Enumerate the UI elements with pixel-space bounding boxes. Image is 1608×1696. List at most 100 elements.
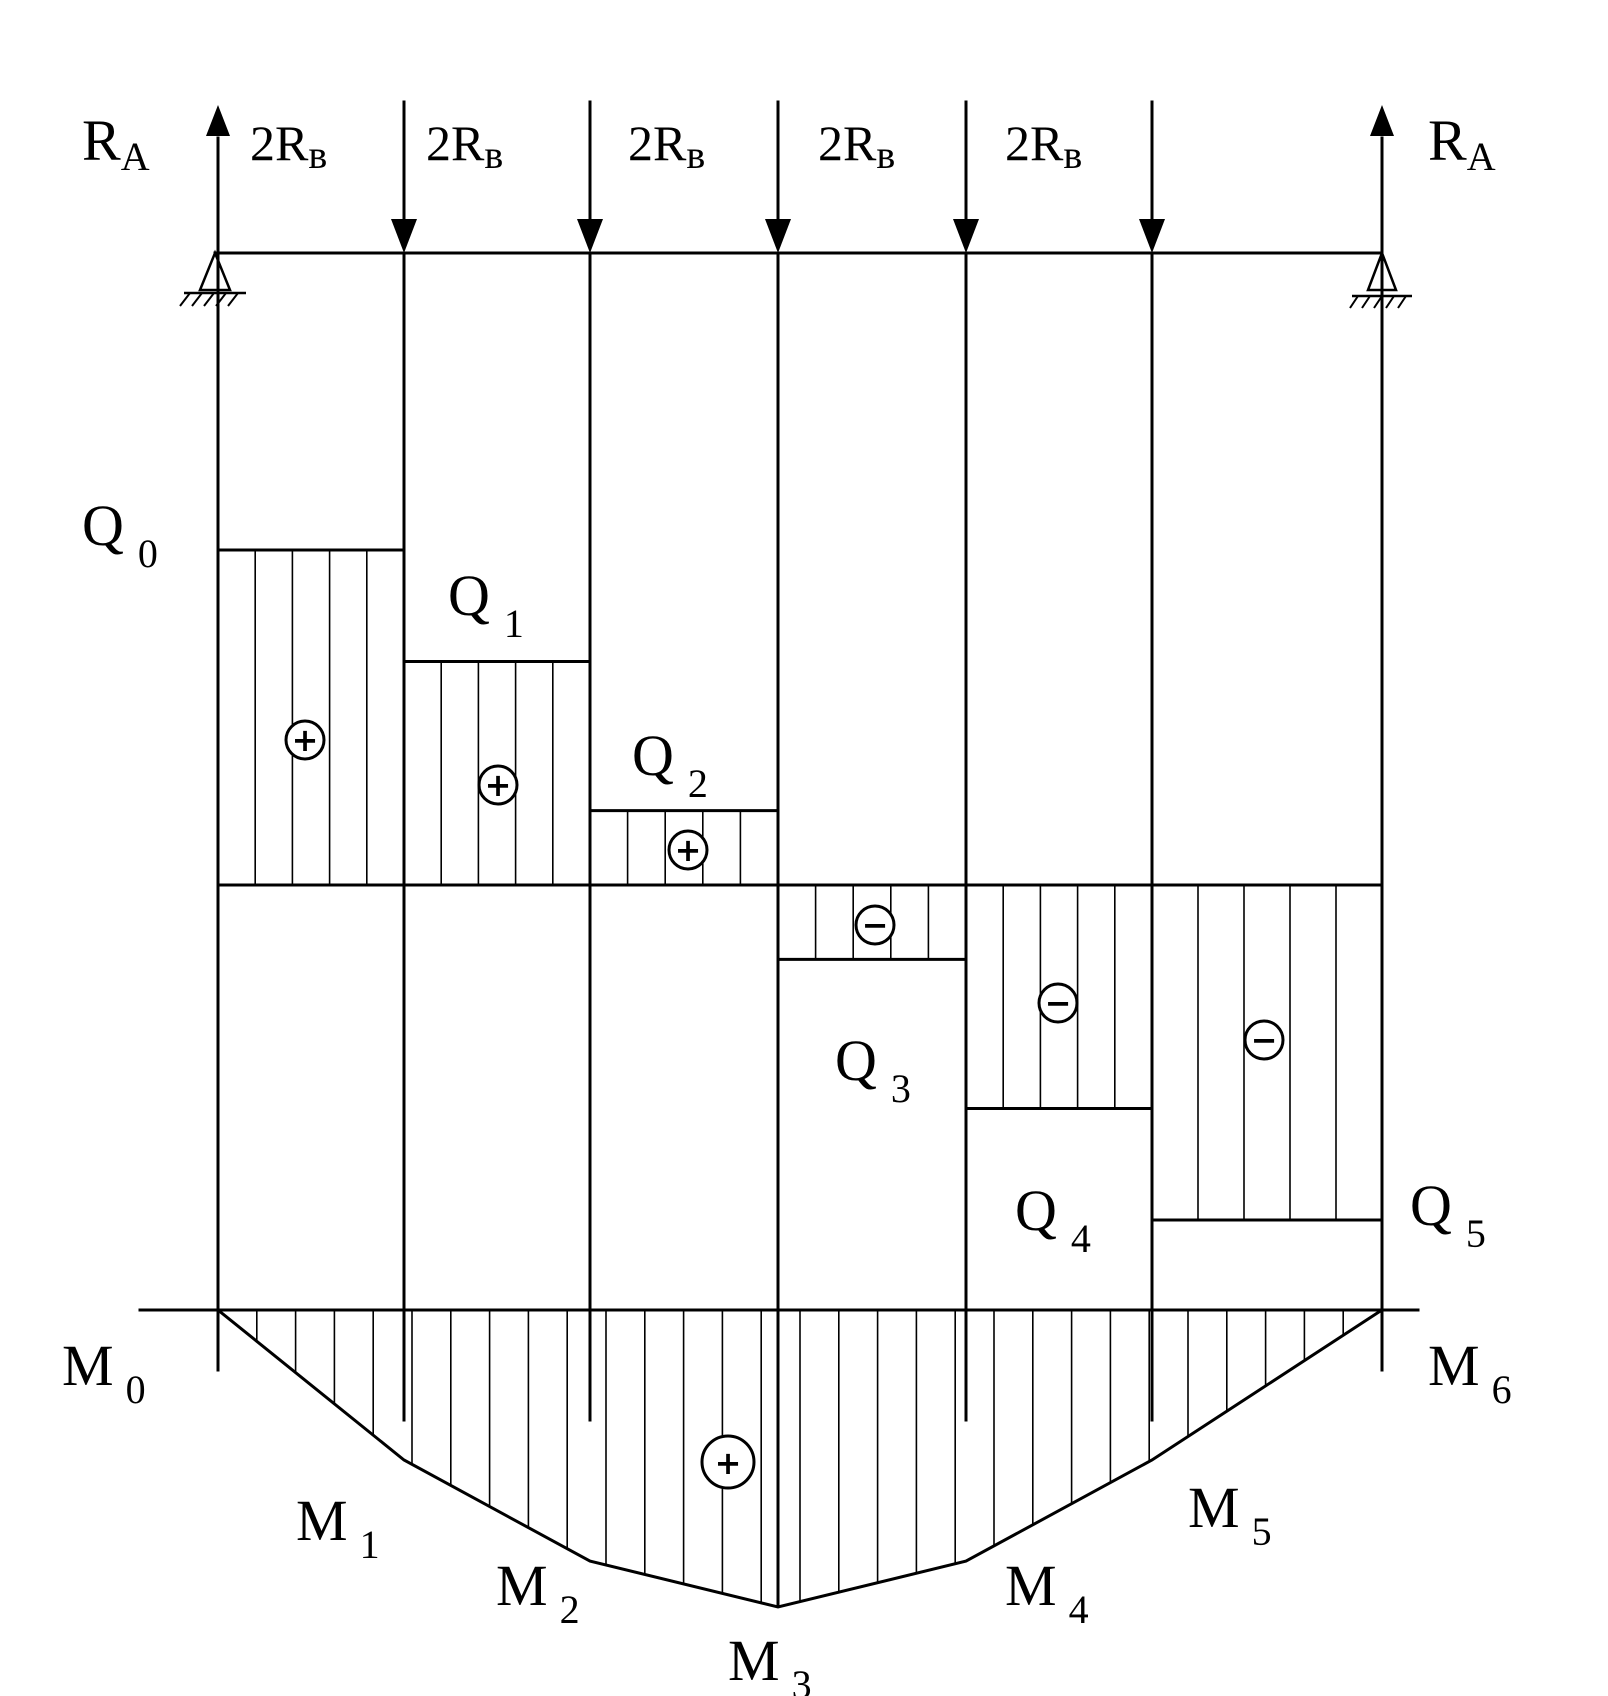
shear-label-main: Q	[835, 1028, 877, 1093]
sign-circle-icon	[667, 829, 709, 871]
shear-label-main: Q	[632, 723, 674, 788]
shear-label-sub: 0	[138, 531, 158, 576]
moment-label-sub: 6	[1492, 1367, 1512, 1412]
shear-sign: +	[675, 831, 702, 869]
sign-circle-icon	[854, 904, 896, 946]
shear-label-main: Q	[82, 493, 124, 558]
moment-label-main: M	[1188, 1475, 1240, 1540]
sign-circle-icon	[1243, 1019, 1285, 1061]
sign-circle-icon	[477, 764, 519, 806]
load-arrowhead-icon	[1139, 219, 1165, 253]
moment-label-main: M	[496, 1553, 548, 1618]
shear-label-main: Q	[1410, 1173, 1452, 1238]
load-arrowhead-icon	[391, 219, 417, 253]
load-label-sub: в	[876, 132, 895, 177]
moment-label-main: M	[62, 1333, 114, 1398]
load-label-main: 2R	[1005, 115, 1064, 171]
load-3: 2Rв	[628, 100, 791, 253]
load-arrowhead-icon	[765, 219, 791, 253]
load-label: 2Rв	[628, 115, 705, 177]
load-label: 2Rв	[1005, 115, 1082, 177]
load-label: 2Rв	[818, 115, 895, 177]
shear-label-sub: 2	[688, 761, 708, 806]
beam-group	[179, 249, 1412, 309]
sign-circle-icon	[284, 719, 326, 761]
load-label-sub: в	[1063, 132, 1082, 177]
load-label-sub: в	[484, 132, 503, 177]
reaction-left: RA	[82, 105, 230, 255]
shear-sign: +	[485, 766, 512, 804]
shear-label-sub: 5	[1466, 1211, 1486, 1256]
moment-curve	[215, 1307, 1385, 1609]
sign-circle-icon	[1037, 982, 1079, 1024]
shear-label-sub: 1	[504, 601, 524, 646]
shear-label-main: Q	[1015, 1178, 1057, 1243]
shear-label-sub: 3	[891, 1066, 911, 1111]
load-arrowhead-icon	[577, 219, 603, 253]
load-label: 2Rв	[250, 115, 327, 177]
moment-label-sub: 1	[360, 1522, 380, 1567]
reaction-left-label: RA	[82, 108, 150, 179]
shear-sign: −	[1045, 984, 1072, 1022]
load-label-main: 2R	[426, 115, 485, 171]
load-label-main: 2R	[628, 115, 687, 171]
reaction-right-arrowhead-icon	[1370, 105, 1394, 136]
moment-label-main: M	[728, 1628, 780, 1693]
reaction-right-label-main: R	[1428, 108, 1467, 173]
reaction-left-arrowhead-icon	[206, 105, 230, 136]
reaction-right: RA	[1370, 105, 1496, 255]
moment-label-sub: 0	[126, 1367, 146, 1412]
moment-label-main: M	[296, 1488, 348, 1553]
load-5: 2Rв	[1005, 100, 1165, 253]
load-label: 2Rв	[426, 115, 503, 177]
load-1: 2Rв	[250, 100, 417, 253]
moment-label-sub: 4	[1069, 1587, 1089, 1632]
reaction-right-label: RA	[1428, 108, 1496, 179]
moment-label-sub: 3	[792, 1662, 812, 1696]
projection-lines	[216, 251, 1384, 1607]
load-label-main: 2R	[250, 115, 309, 171]
reaction-right-label-sub: A	[1467, 134, 1496, 179]
moment-sign: +	[715, 1444, 742, 1482]
load-arrowhead-icon	[953, 219, 979, 253]
sign-circle-icon	[700, 1434, 756, 1490]
load-label-main: 2R	[818, 115, 877, 171]
load-2: 2Rв	[426, 100, 603, 253]
moment-label-sub: 2	[560, 1587, 580, 1632]
reaction-left-label-main: R	[82, 108, 121, 173]
load-label-sub: в	[686, 132, 705, 177]
shear-sign: +	[292, 721, 319, 759]
moment-label-main: M	[1005, 1553, 1057, 1618]
shear-label-main: Q	[448, 563, 490, 628]
left-support-icon	[179, 249, 246, 307]
moment-label-sub: 5	[1252, 1509, 1272, 1554]
shear-sign: −	[1251, 1021, 1278, 1059]
shear-label-sub: 4	[1071, 1216, 1091, 1261]
moment-label-main: M	[1428, 1333, 1480, 1398]
load-label-sub: в	[308, 132, 327, 177]
load-4: 2Rв	[818, 100, 979, 253]
